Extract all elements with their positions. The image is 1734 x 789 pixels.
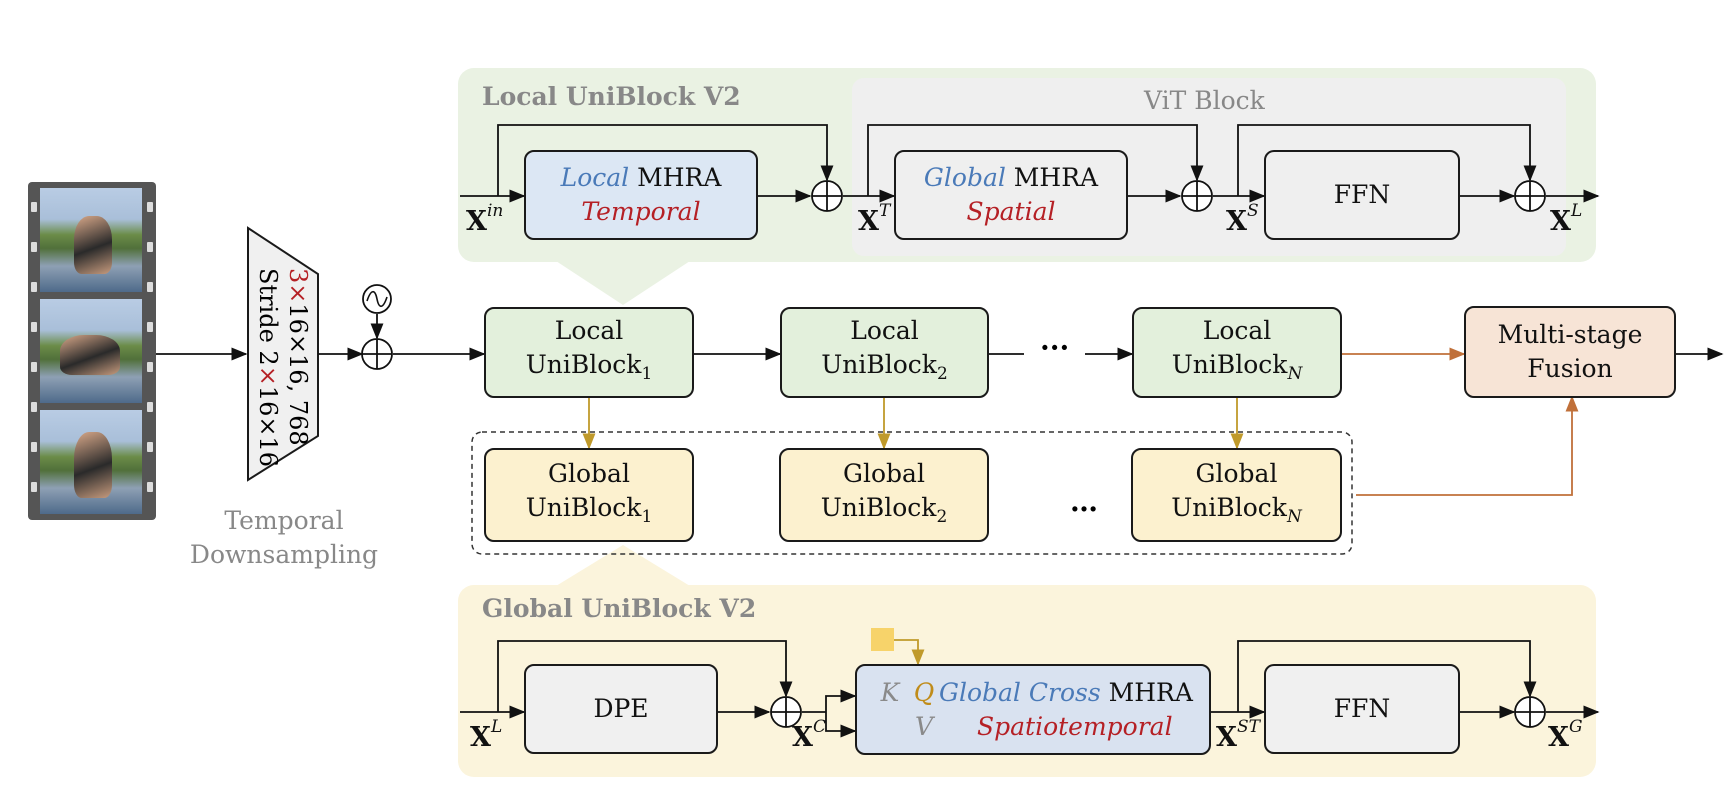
x-g-label: XG — [1548, 717, 1583, 753]
ffn-label: FFN — [1333, 180, 1391, 209]
global-panel-pointer — [556, 545, 690, 586]
circled-plus-icon — [1514, 180, 1546, 212]
circled-plus-icon — [1514, 696, 1546, 728]
downsampling-params: 3×16×16, 768 Stride 2×16×16 — [253, 268, 313, 467]
local-mhra-temporal-box: Local MHRA Temporal — [524, 150, 758, 240]
global-uniblock-n: Global UniBlockN — [1131, 448, 1342, 542]
x-st-label: XST — [1216, 717, 1260, 753]
circled-plus-icon — [811, 180, 843, 212]
local-uniblock-n: Local UniBlockN — [1132, 307, 1342, 398]
x-l-label: XL — [1550, 201, 1583, 237]
stride-line: Stride 2×16×16 — [254, 268, 282, 467]
mhra-word: MHRA — [637, 163, 722, 192]
local-ffn-box: FFN — [1264, 150, 1460, 240]
temporal-word: Temporal — [581, 197, 701, 226]
circled-plus-icon — [1181, 180, 1213, 212]
dpe-box: DPE — [524, 664, 718, 754]
global-cross-word: Global Cross — [939, 677, 1101, 707]
global-cross-mhra-box: K Q Global Cross MHRA V Spatiotemporal — [855, 664, 1211, 755]
mhra-word: MHRA — [1013, 163, 1099, 192]
global-mhra-spatial-box: Global MHRA Spatial — [894, 150, 1128, 240]
downsampling-caption-1: Temporal — [224, 506, 344, 535]
local-uniblock-1: Local UniBlock1 — [484, 307, 694, 398]
k-label: K — [880, 677, 900, 707]
video-frame — [40, 188, 142, 292]
query-token-arrow — [893, 639, 925, 666]
kernel-line: 3×16×16, 768 — [284, 268, 312, 446]
mhra-word: MHRA — [1108, 677, 1193, 707]
q-label: Q — [913, 677, 935, 707]
fusion-arrows — [1342, 347, 1579, 496]
downsampling-caption-2: Downsampling — [189, 540, 379, 569]
circled-plus-icon — [770, 696, 802, 728]
spatiotemporal-word: Spatiotemporal — [977, 711, 1173, 741]
local-panel-pointer — [556, 261, 690, 305]
global-blocks-group — [471, 431, 1353, 555]
video-frame — [40, 299, 142, 403]
vit-block-title: ViT Block — [1144, 86, 1265, 115]
global-ellipsis: … — [1070, 485, 1098, 518]
x-in-label: Xin — [466, 201, 504, 237]
v-label: V — [914, 711, 934, 741]
global-word: Global — [923, 163, 1006, 192]
dpe-label: DPE — [593, 694, 649, 723]
local-ellipsis: ··· — [1040, 331, 1070, 364]
spatial-word: Spatial — [966, 197, 1056, 226]
local-panel-title: Local UniBlock V2 — [482, 82, 741, 111]
global-uniblock-2: Global UniBlock2 — [779, 448, 989, 542]
downsampling-trapezoid — [247, 226, 319, 482]
circled-plus-icon — [361, 338, 393, 370]
video-frame — [40, 410, 142, 514]
ffn-label: FFN — [1333, 694, 1391, 723]
global-ffn-box: FFN — [1264, 664, 1460, 754]
global-panel-arrows — [460, 640, 1600, 738]
sine-wave-icon — [362, 284, 392, 314]
film-strip-icon — [28, 182, 156, 520]
fusion-line-2: Fusion — [1527, 354, 1613, 383]
global-uniblock-1: Global UniBlock1 — [484, 448, 694, 542]
x-c-label: XC — [792, 717, 826, 753]
local-to-global-arrows — [582, 398, 1244, 450]
local-panel-arrows — [460, 124, 1600, 203]
multi-stage-fusion-box: Multi-stage Fusion — [1464, 306, 1676, 398]
global-panel-title: Global UniBlock V2 — [482, 594, 757, 623]
add-nodes — [361, 180, 1546, 728]
fusion-line-1: Multi-stage — [1497, 320, 1643, 349]
local-word: Local — [560, 163, 630, 192]
local-uniblock-2: Local UniBlock2 — [780, 307, 989, 398]
x-t-label: XT — [858, 201, 891, 237]
x-l-input-label: XL — [470, 717, 503, 753]
main-arrows — [156, 314, 1724, 361]
query-token-square-icon — [871, 628, 894, 651]
x-s-label: XS — [1226, 201, 1259, 237]
